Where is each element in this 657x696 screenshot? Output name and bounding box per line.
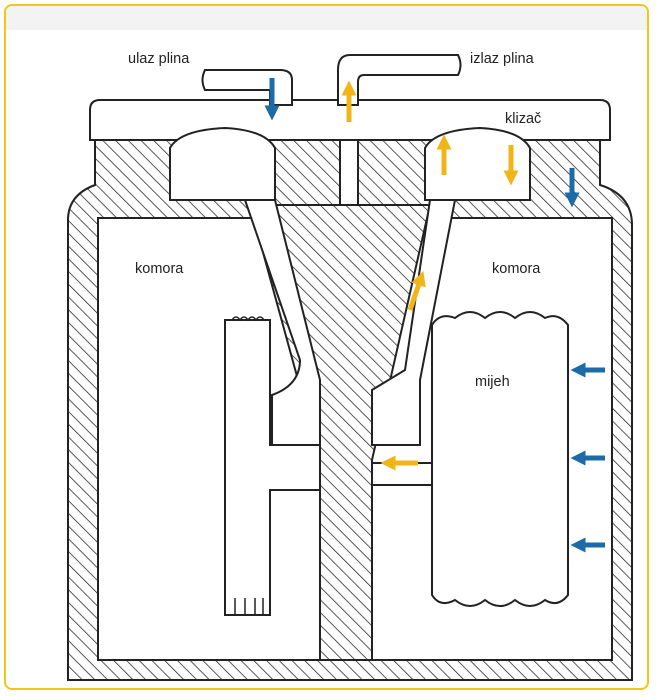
- left-valve-seat: [169, 126, 276, 201]
- right-valve-seat: [424, 126, 531, 201]
- gas-inlet-label: ulaz plina: [128, 51, 190, 67]
- gas-outlet-label: izlaz plina: [470, 51, 534, 67]
- left-spring-bottom: [234, 598, 264, 615]
- bellows-link: [371, 462, 433, 486]
- arrow-passage-up: [407, 270, 426, 311]
- bellows: [431, 311, 569, 607]
- left-chamber-label: komora: [135, 261, 184, 277]
- left-partition: [224, 319, 321, 616]
- bellows-label: mijeh: [475, 374, 510, 390]
- right-passage: [371, 199, 457, 446]
- left-passage: [243, 199, 321, 446]
- left-spring-top: [231, 316, 265, 322]
- slider-label: klizač: [505, 111, 542, 127]
- outlet-pipe: [337, 54, 462, 106]
- center-channel: [339, 139, 359, 206]
- top-band: [6, 6, 647, 30]
- right-chamber-label: komora: [492, 261, 541, 277]
